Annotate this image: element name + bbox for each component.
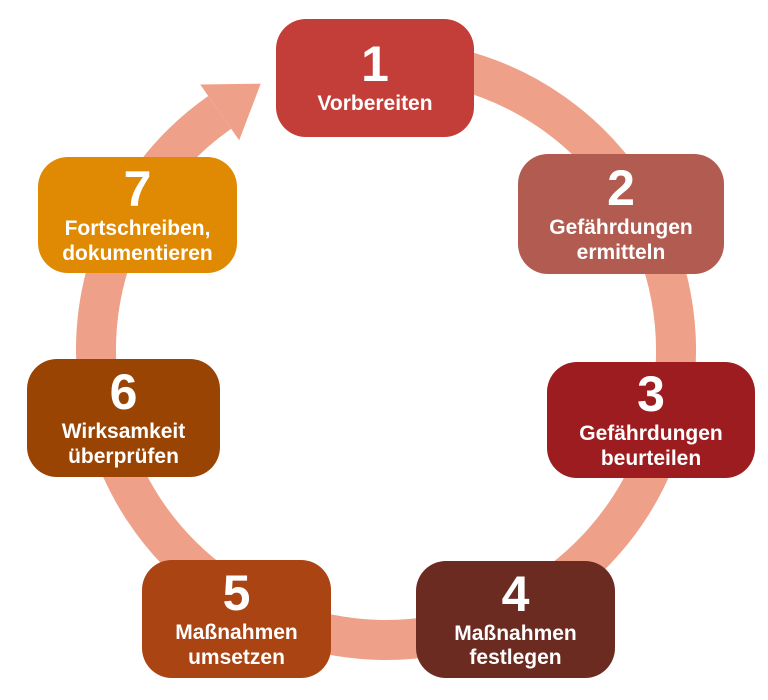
step-number: 4	[501, 565, 530, 622]
step-label: Fortschreiben, dokumentieren	[62, 217, 213, 265]
step-1-box: 1 Vorbereiten	[276, 19, 474, 137]
step-3-box: 3 Gefährdungen beurteilen	[547, 362, 755, 478]
step-7-box: 7 Fortschreiben, dokumentieren	[38, 157, 237, 273]
ring-arc	[76, 40, 696, 660]
step-number: 1	[361, 36, 389, 93]
step-label: Vorbereiten	[317, 92, 433, 116]
step-number: 3	[637, 366, 665, 423]
step-5-box: 5 Maßnahmen umsetzen	[142, 560, 331, 678]
step-label: Gefährdungen beurteilen	[579, 422, 723, 470]
step-6-box: 6 Wirksamkeit überprüfen	[27, 359, 220, 477]
arrowhead-icon	[200, 83, 261, 141]
step-label: Maßnahmen festlegen	[454, 621, 577, 669]
step-4-box: 4 Maßnahmen festlegen	[416, 561, 615, 678]
step-number: 2	[607, 160, 635, 217]
step-number: 7	[123, 161, 152, 218]
step-number: 5	[222, 565, 251, 622]
step-label: Wirksamkeit überprüfen	[61, 420, 186, 468]
step-label: Gefährdungen ermitteln	[549, 216, 693, 264]
step-label: Maßnahmen umsetzen	[175, 621, 298, 669]
step-2-box: 2 Gefährdungen ermitteln	[518, 154, 724, 274]
step-number: 6	[109, 364, 138, 421]
